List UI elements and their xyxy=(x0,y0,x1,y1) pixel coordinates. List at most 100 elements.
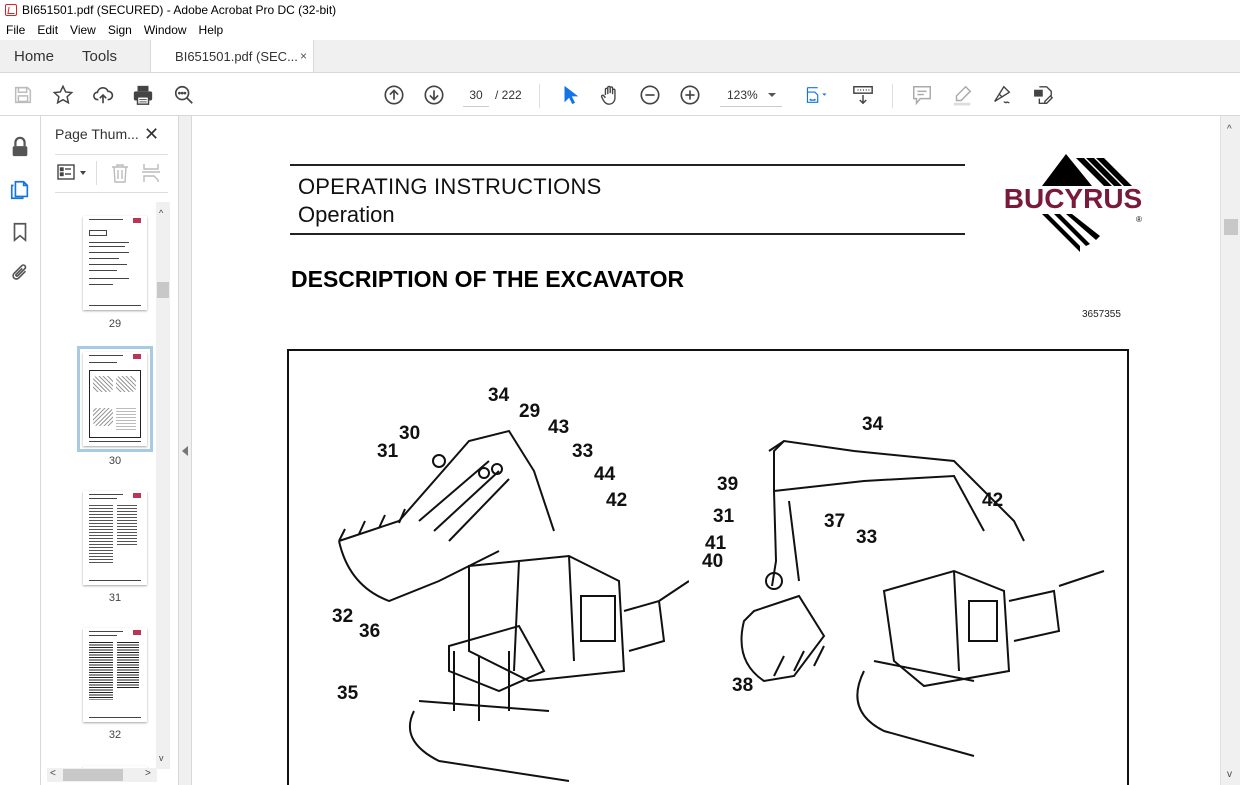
chevron-down-icon xyxy=(768,93,776,97)
edit-pdf-icon xyxy=(1034,86,1054,104)
callout-label: 34 xyxy=(488,385,510,406)
collapse-panel-arrow-icon[interactable] xyxy=(182,446,188,456)
thumbnail-list: 29 30 31 xyxy=(41,202,156,769)
arrow-down-circle-icon xyxy=(424,85,444,105)
comment-icon xyxy=(913,86,931,106)
svg-text:®: ® xyxy=(1136,215,1142,224)
options-list-icon[interactable] xyxy=(57,164,75,180)
chevron-down-icon[interactable]: v xyxy=(1227,769,1232,780)
close-tab-button[interactable]: × xyxy=(300,49,308,63)
toolbar-divider xyxy=(539,84,540,108)
svg-text:BUCYRUS: BUCYRUS xyxy=(1004,183,1142,214)
panel-hscroll-thumb[interactable] xyxy=(63,769,123,781)
window-title: BI651501.pdf (SECURED) - Adobe Acrobat P… xyxy=(22,3,337,17)
previous-page-button[interactable] xyxy=(382,83,406,107)
callout-label: 36 xyxy=(359,621,381,642)
sign-button[interactable] xyxy=(990,83,1014,107)
callout-label: 34 xyxy=(862,414,884,435)
lock-icon[interactable] xyxy=(9,136,31,158)
zoom-level-dropdown[interactable]: 123% xyxy=(720,83,782,107)
panel-toolbar xyxy=(55,161,168,185)
bookmark-star-button[interactable] xyxy=(51,83,75,107)
callout-label: 43 xyxy=(548,417,570,438)
callout-label: 42 xyxy=(606,490,628,511)
page-total: / 222 xyxy=(495,88,522,102)
scroll-mode-button[interactable] xyxy=(851,83,875,107)
chevron-left-icon[interactable]: < xyxy=(50,768,56,779)
menu-file[interactable]: File xyxy=(6,23,26,37)
next-page-button[interactable] xyxy=(422,83,446,107)
chevron-up-icon[interactable]: ^ xyxy=(1227,124,1232,135)
cloud-upload-icon xyxy=(93,86,114,104)
header-subtitle: Operation xyxy=(298,202,395,227)
document-scroll-thumb[interactable] xyxy=(1224,219,1238,235)
toolbar-divider xyxy=(892,84,893,108)
thumbnail-label: 29 xyxy=(108,318,122,330)
select-tool-button[interactable] xyxy=(558,83,582,107)
menu-view[interactable]: View xyxy=(70,23,96,37)
document-number: 3657355 xyxy=(1082,309,1121,320)
thumbnail-page-33[interactable] xyxy=(83,766,147,769)
tab-document[interactable]: BI651501.pdf (SEC... × xyxy=(150,40,315,72)
zoom-in-button[interactable] xyxy=(678,83,702,107)
menu-help[interactable]: Help xyxy=(198,23,224,37)
delete-page-icon[interactable] xyxy=(111,163,129,183)
print-icon xyxy=(133,85,153,105)
hand-tool-button[interactable] xyxy=(598,83,622,107)
insert-page-icon[interactable] xyxy=(141,163,161,183)
document-vertical-scrollbar[interactable]: ^ v xyxy=(1220,116,1240,785)
fountain-pen-icon xyxy=(994,85,1011,104)
callout-label: 31 xyxy=(713,506,735,527)
zoom-out-icon xyxy=(640,85,660,105)
thumbnail-page-32[interactable] xyxy=(83,628,147,722)
panel-title: Page Thum... xyxy=(55,126,139,142)
thumbnail-page-29[interactable] xyxy=(83,216,147,310)
panel-splitter[interactable] xyxy=(178,116,192,785)
panel-horizontal-scrollbar[interactable]: < > xyxy=(47,768,157,782)
menu-edit[interactable]: Edit xyxy=(37,23,59,37)
toolbar: 30 / 222 123% xyxy=(0,73,1240,116)
callout-label: 41 xyxy=(705,533,727,554)
panel-scroll-thumb[interactable] xyxy=(157,282,169,298)
chevron-right-icon[interactable]: > xyxy=(145,768,151,779)
highlight-button[interactable] xyxy=(950,83,974,107)
thumbnail-page-31[interactable] xyxy=(83,491,147,585)
panel-vertical-scrollbar[interactable]: ^ v xyxy=(156,202,170,769)
comment-button[interactable] xyxy=(910,83,934,107)
find-button[interactable] xyxy=(172,83,196,107)
title-bar: BI651501.pdf (SECURED) - Adobe Acrobat P… xyxy=(0,0,1240,20)
tab-home[interactable]: Home xyxy=(14,47,55,65)
fit-page-button[interactable] xyxy=(802,83,832,107)
attachments-icon[interactable] xyxy=(9,262,31,284)
callout-label: 42 xyxy=(982,490,1004,511)
panel-toolbar-divider xyxy=(96,161,97,185)
document-tab-label: BI651501.pdf (SEC... xyxy=(175,48,298,64)
bucyrus-logo: BUCYRUS ® xyxy=(988,152,1158,252)
bucyrus-logo-mark-icon: BUCYRUS ® xyxy=(1004,154,1142,252)
print-button[interactable] xyxy=(131,83,155,107)
callout-label: 38 xyxy=(732,675,754,696)
thumbnail-label: 30 xyxy=(108,455,122,467)
tab-tools[interactable]: Tools xyxy=(82,47,118,65)
save-button[interactable] xyxy=(11,83,35,107)
header-rule-top xyxy=(290,164,965,166)
hand-icon xyxy=(600,85,616,105)
menu-sign[interactable]: Sign xyxy=(107,23,132,37)
panel-divider xyxy=(55,192,168,193)
tab-bar: Home Tools BI651501.pdf (SEC... × xyxy=(0,40,1240,73)
page-thumbnails-icon[interactable] xyxy=(9,179,31,201)
page-number-input[interactable]: 30 xyxy=(463,83,489,107)
chevron-down-icon[interactable]: v xyxy=(159,753,164,763)
chevron-up-icon[interactable]: ^ xyxy=(159,208,164,218)
close-panel-button[interactable]: ✕ xyxy=(144,124,160,144)
chevron-down-icon[interactable] xyxy=(80,171,86,175)
thumbnail-page-30[interactable] xyxy=(77,346,153,452)
menu-window[interactable]: Window xyxy=(143,23,187,37)
edit-pdf-button[interactable] xyxy=(1031,83,1055,107)
zoom-out-button[interactable] xyxy=(638,83,662,107)
panel-divider xyxy=(55,154,168,155)
bookmarks-icon[interactable] xyxy=(9,221,31,243)
find-icon xyxy=(174,85,193,104)
upload-button[interactable] xyxy=(91,83,115,107)
zoom-level-value: 123% xyxy=(727,88,758,102)
